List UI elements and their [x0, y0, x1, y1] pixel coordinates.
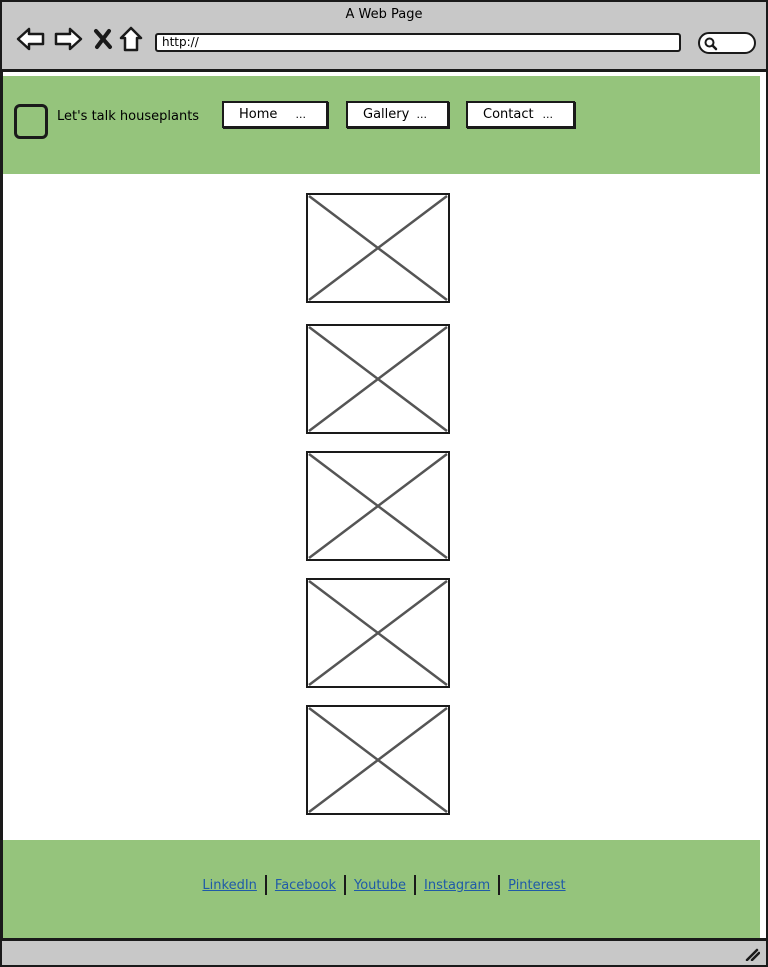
nav-tab-label: Gallery — [363, 107, 410, 122]
nav-tab-gallery[interactable]: Gallery ... — [346, 101, 449, 128]
search-field[interactable] — [698, 32, 756, 54]
address-bar[interactable]: http:// — [155, 33, 681, 52]
page-viewport — [0, 72, 768, 939]
site-footer — [3, 840, 760, 938]
image-placeholder — [306, 451, 450, 561]
search-icon — [704, 37, 718, 51]
window-title: A Web Page — [345, 7, 423, 22]
home-icon — [119, 26, 143, 52]
forward-button[interactable] — [53, 24, 83, 54]
home-button[interactable] — [116, 24, 146, 54]
link-separator — [264, 875, 267, 895]
footer-link-instagram[interactable]: Instagram — [424, 877, 491, 893]
dropdown-indicator: ... — [542, 108, 554, 121]
browser-toolbar: A Web Page http:// — [0, 0, 768, 72]
nav-tab-home[interactable]: Home ... — [222, 101, 328, 128]
stop-button[interactable] — [88, 24, 118, 54]
nav-tab-label: Contact — [483, 107, 534, 122]
image-placeholder — [306, 324, 450, 434]
forward-arrow-icon — [54, 27, 83, 51]
site-title: Let's talk houseplants — [57, 109, 200, 124]
back-button[interactable] — [16, 24, 46, 54]
back-arrow-icon — [16, 27, 45, 51]
image-placeholder — [306, 193, 450, 303]
nav-tab-contact[interactable]: Contact ... — [466, 101, 575, 128]
footer-link-facebook[interactable]: Facebook — [274, 877, 336, 893]
status-bar — [0, 938, 768, 967]
social-links: LinkedIn Facebook Youtube Instagram Pint… — [0, 875, 768, 895]
footer-link-linkedin[interactable]: LinkedIn — [202, 877, 257, 893]
nav-tab-label: Home — [239, 107, 278, 122]
link-separator — [414, 875, 416, 895]
resize-grip-icon[interactable] — [744, 947, 760, 961]
footer-link-pinterest[interactable]: Pinterest — [508, 877, 566, 893]
close-x-icon — [94, 29, 112, 49]
dropdown-indicator: ... — [416, 108, 428, 121]
link-separator — [498, 875, 501, 895]
link-separator — [344, 875, 346, 895]
image-placeholder — [306, 578, 450, 688]
logo-placeholder[interactable] — [14, 104, 48, 139]
image-placeholder — [306, 705, 450, 815]
footer-link-youtube[interactable]: Youtube — [354, 877, 406, 893]
dropdown-indicator: ... — [295, 108, 307, 121]
